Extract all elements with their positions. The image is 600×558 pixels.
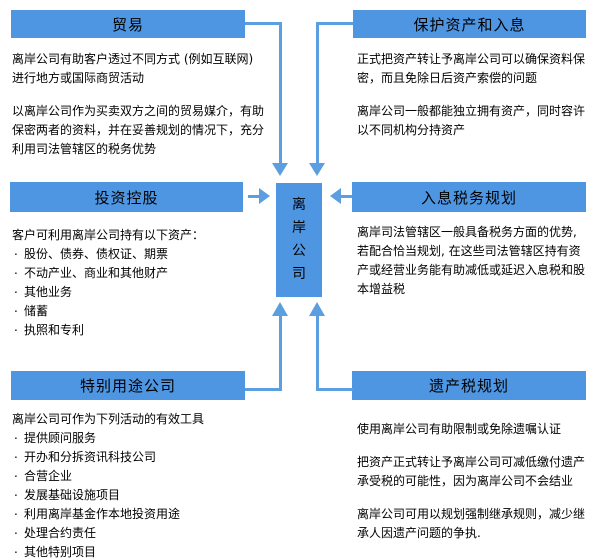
special-purpose-item: 提供顾问服务	[12, 426, 267, 448]
income-tax-body-text: 离岸司法管辖区一般具备税务方面的优势, 若配合恰当规划, 在这些司法管辖区持有资…	[357, 223, 589, 299]
special-connector-vertical	[279, 316, 282, 391]
special-purpose-item: 发展基础设施项目	[12, 483, 267, 505]
special-arrow-up-icon	[272, 302, 288, 316]
estate-tax-planning-title: 遗产税规划	[428, 377, 509, 395]
income-tax-arrow-left-icon	[330, 188, 341, 204]
trade-paragraph: 以离岸公司作为买卖双方之间的贸易媒介，有助保密两者的资料，并在妥善规划的情况下，…	[12, 104, 265, 156]
investment-asset-item: 不动产业、商业和其他财产	[12, 261, 267, 283]
investment-holding-header-box: 投资控股	[10, 182, 243, 212]
special-purpose-header-box: 特别用途公司	[11, 371, 245, 400]
protect-connector-vertical	[316, 22, 319, 163]
investment-intro: 客户可利用离岸公司持有以下资产：	[12, 228, 205, 242]
special-purpose-list: 提供顾问服务开办和分拆资讯科技公司合营企业发展基础设施项目利用离岸基金作本地投资…	[12, 426, 267, 558]
estate-tax-paragraph: 把资产正式转让予离岸公司可减低缴付遗产承受税的可能性，因为离岸公司不会结业	[357, 455, 586, 488]
invest-arrow-right-icon	[259, 188, 270, 204]
income-tax-arrow-shaft	[340, 195, 352, 198]
estate-tax-paragraph: 使用离岸公司有助限制或免除遗嘱认证	[357, 422, 562, 436]
trade-header-box: 贸易	[11, 10, 245, 38]
special-purpose-item: 利用离岸基金作本地投资用途	[12, 502, 267, 524]
investment-asset-item: 储蓄	[12, 299, 267, 321]
trade-body-text: 离岸公司有助客户透过不同方式 (例如互联网) 进行地方或国际商贸活动以离岸公司作…	[12, 50, 267, 159]
invest-arrow-shaft	[248, 195, 261, 198]
protect-connector-horizontal	[316, 22, 353, 25]
estate-connector-horizontal	[316, 388, 353, 391]
special-purpose-item: 合营企业	[12, 464, 267, 486]
trade-connector-vertical	[279, 22, 282, 163]
investment-asset-item: 执照和专利	[12, 318, 267, 340]
income-tax-paragraph: 离岸司法管辖区一般具备税务方面的优势, 若配合恰当规划, 在这些司法管辖区持有资…	[357, 225, 586, 296]
investment-holding-title: 投资控股	[94, 188, 159, 207]
estate-tax-paragraph: 离岸公司可用以规划强制继承规则，减少继承人因遗产问题的争执.	[357, 507, 586, 540]
special-purpose-item: 处理合约责任	[12, 521, 267, 543]
trade-title: 贸易	[111, 15, 144, 34]
special-purpose-body-text: 离岸公司可作为下列活动的有效工具 提供顾问服务开办和分拆资讯科技公司合营企业发展…	[12, 410, 267, 558]
offshore-company-center-box: 离岸公司	[276, 183, 322, 297]
special-purpose-title: 特别用途公司	[79, 377, 176, 395]
special-purpose-intro: 离岸公司可作为下列活动的有效工具	[12, 412, 205, 426]
protect-arrow-down-icon	[309, 163, 325, 176]
estate-tax-planning-header-box: 遗产税规划	[352, 371, 586, 400]
special-connector-horizontal	[245, 388, 282, 391]
trade-paragraph: 离岸公司有助客户透过不同方式 (例如互联网) 进行地方或国际商贸活动	[12, 52, 254, 85]
income-tax-planning-header-box: 入息税务规划	[352, 182, 586, 212]
income-tax-planning-title: 入息税务规划	[420, 188, 517, 207]
estate-arrow-up-icon	[309, 302, 325, 316]
protect-assets-header-box: 保护资产和入息	[353, 10, 586, 38]
special-purpose-item: 其他特别项目	[12, 540, 267, 558]
trade-arrow-down-icon	[272, 163, 288, 176]
special-purpose-item: 开办和分拆资讯科技公司	[12, 445, 267, 467]
investment-asset-item: 其他业务	[12, 280, 267, 302]
investment-asset-list: 股份、债券、债权证、期票不动产业、商业和其他财产其他业务储蓄执照和专利	[12, 242, 267, 340]
trade-connector-horizontal	[245, 22, 282, 25]
protect-assets-body-text: 正式把资产转让予离岸公司可以确保资料保密，而且免除日后资产索偿的问题离岸公司一般…	[357, 50, 589, 140]
estate-connector-vertical	[316, 316, 319, 391]
protect-paragraph: 正式把资产转让予离岸公司可以确保资料保密，而且免除日后资产索偿的问题	[357, 52, 586, 85]
protect-paragraph: 离岸公司一般都能独立拥有资产，同时容许以不同机构分持资产	[357, 104, 586, 137]
investment-asset-item: 股份、债券、债权证、期票	[12, 242, 267, 264]
investment-holding-body-text: 客户可利用离岸公司持有以下资产： 股份、债券、债权证、期票不动产业、商业和其他财…	[12, 226, 267, 340]
estate-tax-body-text: 使用离岸公司有助限制或免除遗嘱认证把资产正式转让予离岸公司可减低缴付遗产承受税的…	[357, 420, 589, 543]
protect-assets-title: 保护资产和入息	[413, 15, 526, 34]
